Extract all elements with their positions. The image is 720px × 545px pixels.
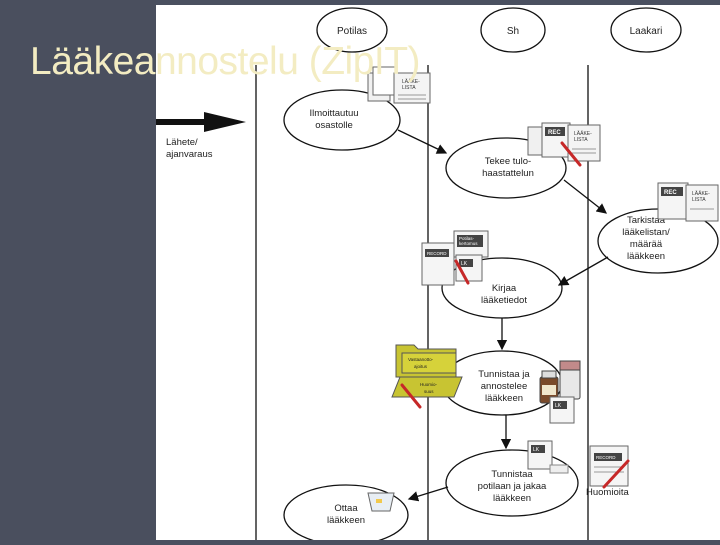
- flow-arrow: [563, 179, 608, 214]
- yellow-folder-icon: Vastaanotto- ajoitus: [395, 344, 457, 378]
- interview-line1: Tekee tulo-: [485, 156, 531, 167]
- take-line2: lääkkeen: [327, 515, 365, 526]
- identify-patient-line3: lääkkeen: [493, 493, 531, 504]
- record-tag-1: RECORD: [427, 251, 447, 256]
- flow-arrow: [397, 129, 448, 154]
- list-label-b1: LÄÄKE-: [692, 190, 710, 197]
- take-line1: Ottaa: [334, 503, 358, 514]
- med-list-label2: LISTA: [402, 85, 416, 91]
- process-diagram: Potilas Sh Laakari Lähete/ ajanvaraus: [156, 5, 720, 545]
- activity-arrival: Ilmoittautuu osastolle: [283, 89, 401, 151]
- list-label-b2: LISTA: [692, 197, 706, 203]
- record-tag-2: RECORD: [596, 455, 616, 460]
- arrival-line2: osastolle: [315, 120, 353, 131]
- list-label-a1: LÄÄKE-: [574, 130, 592, 137]
- rec-label-2: REC: [664, 190, 677, 196]
- interview-line2: haastattelun: [482, 168, 534, 179]
- record-line1: Kirjaa: [492, 283, 517, 294]
- arrival-line1: Ilmoittautuu: [309, 108, 358, 119]
- pen-icon: [400, 383, 422, 409]
- referral-label-line2: ajanvaraus: [166, 149, 213, 160]
- identify-patient-line2: potilaan ja jakaa: [478, 481, 547, 492]
- folder-label-2b: suus: [424, 389, 434, 394]
- med-list-label1: LÄÄKE-: [402, 78, 420, 85]
- activity-identify-patient: Tunnistaa potilaan ja jakaa lääkkeen: [445, 449, 579, 517]
- rec-document-icon: REC LÄÄKE- LISTA: [657, 182, 719, 222]
- identify-patient-line1: Tunnistaa: [491, 469, 533, 480]
- lane-doctor-label: Laakari: [630, 26, 663, 37]
- patient-doc-label2: kertomus: [459, 241, 478, 246]
- folder-label-1b: ajoitus: [414, 364, 428, 369]
- check-line4: lääkkeen: [627, 251, 665, 262]
- flow-arrow: [407, 486, 449, 502]
- list-label-a2: LISTA: [574, 137, 588, 143]
- lk-label-3: LK: [533, 447, 540, 453]
- pen-icon: [454, 259, 470, 285]
- lane-patient: Potilas: [316, 7, 388, 53]
- identify-dose-line2: annostelee: [481, 381, 527, 392]
- flow-arrow: [557, 256, 609, 286]
- record-line2: lääketiedot: [481, 295, 527, 306]
- rec-document-icon: REC LÄÄKE- LISTA: [527, 122, 601, 162]
- lane-nurse-label: Sh: [507, 26, 519, 37]
- medicine-bottle-icon: [539, 360, 581, 404]
- lk-label-2: LK: [555, 403, 562, 409]
- rec-label-1: REC: [548, 130, 561, 136]
- lk-document-icon: LK: [549, 396, 575, 424]
- medicine-cup-icon: [367, 492, 395, 512]
- med-list-document-icon: LÄÄKE- LISTA: [367, 66, 431, 104]
- pen-icon: [602, 459, 630, 489]
- slide-sidebar: [0, 0, 156, 540]
- identify-dose-line1: Tunnistaa ja: [478, 369, 530, 380]
- referral-arrow: [156, 112, 246, 132]
- lk-document-icon: LK: [527, 440, 569, 474]
- slide-title: Lääkeannostelu (ZipIT): [30, 40, 421, 83]
- pen-icon: [560, 141, 582, 167]
- check-line1: Tarkistaa: [627, 215, 666, 226]
- lk-label-1: LK: [461, 261, 468, 267]
- identify-dose-line3: lääkkeen: [485, 393, 523, 404]
- lane-nurse: Sh: [480, 7, 546, 53]
- activity-check: Tarkistaa lääkelistan/ määrää lääkkeen: [597, 208, 719, 274]
- patient-doc-label1: Potilas-: [459, 236, 475, 241]
- referral-label-line1: Lähete/: [166, 137, 198, 148]
- lane-patient-label: Potilas: [337, 26, 367, 37]
- record-documents-icon: RECORD Potilas- kertomus LK: [421, 230, 489, 286]
- note-label: Huomioita: [586, 487, 629, 498]
- folder-label-1a: Vastaanotto-: [408, 357, 434, 362]
- folder-label-2a: Huomio-: [420, 382, 438, 387]
- check-line2: lääkelistan/: [622, 227, 670, 238]
- lane-doctor: Laakari: [610, 7, 682, 53]
- check-line3: määrää: [630, 239, 663, 250]
